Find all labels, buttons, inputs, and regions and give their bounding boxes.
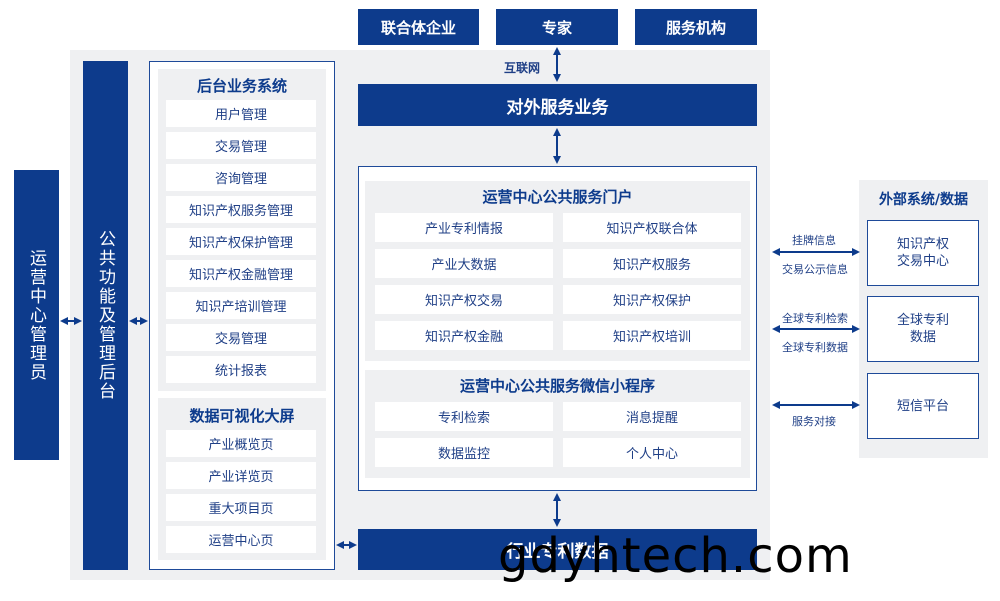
miniapp-title: 运营中心公共服务微信小程序 xyxy=(459,376,655,395)
internet-label: 互联网 xyxy=(504,61,541,75)
admin-box: 运营中心管理员 xyxy=(14,170,59,460)
backend-column: 公共功能及管理后台 xyxy=(83,61,128,570)
portal-item-ip-finance: 知识产权金融 xyxy=(375,321,553,350)
portal-item-ip-consortium: 知识产权联合体 xyxy=(563,213,741,242)
dataviz-item-overview: 产业概览页 xyxy=(166,430,316,457)
dataviz-item-detail: 产业详览页 xyxy=(166,462,316,489)
backend-item-ip-protect-mgmt: 知识产权保护管理 xyxy=(166,228,316,255)
miniapp-item-personal-center: 个人中心 xyxy=(563,438,741,467)
backend-item-ip-finance-mgmt: 知识产权金融管理 xyxy=(166,260,316,287)
miniapp-item-patent-search: 专利检索 xyxy=(375,402,553,431)
portal-title: 运营中心公共服务门户 xyxy=(482,187,633,206)
portal-item-patent-intel: 产业专利情报 xyxy=(375,213,553,242)
backend-item-consult-mgmt: 咨询管理 xyxy=(166,164,316,191)
backend-item-user-mgmt: 用户管理 xyxy=(166,100,316,127)
backend-item-stat-report: 统计报表 xyxy=(166,356,316,383)
external-title: 外部系统/数据 xyxy=(878,192,969,208)
dataviz-item-ops-center: 运营中心页 xyxy=(166,526,316,553)
backend-item-ip-service-mgmt: 知识产权服务管理 xyxy=(166,196,316,223)
external-sms-platform: 短信平台 xyxy=(867,373,979,439)
external-global-patent-line2: 数据 xyxy=(909,330,936,345)
top-entity-consortium: 联合体企业 xyxy=(358,9,479,45)
top-entity-experts: 专家 xyxy=(496,9,618,45)
portal-item-big-data: 产业大数据 xyxy=(375,249,553,278)
portal-item-ip-service: 知识产权服务 xyxy=(563,249,741,278)
external-sms-platform-line1: 短信平台 xyxy=(896,398,949,414)
external-global-patent: 全球专利 数据 xyxy=(867,296,979,362)
backend-item-trade-mgmt: 交易管理 xyxy=(166,132,316,159)
portal-item-ip-trade: 知识产权交易 xyxy=(375,285,553,314)
portal-item-ip-protect: 知识产权保护 xyxy=(563,285,741,314)
backend-item-training-mgmt: 知识产培训管理 xyxy=(166,292,316,319)
external-ip-trade-center: 知识产权 交易中心 xyxy=(867,220,979,286)
label-service-docking: 服务对接 xyxy=(792,415,836,428)
label-global-patent-data: 全球专利数据 xyxy=(782,341,848,354)
portal-item-ip-training: 知识产权培训 xyxy=(563,321,741,350)
label-global-patent-search: 全球专利检索 xyxy=(782,312,848,325)
external-ip-trade-center-line1: 知识产权 xyxy=(896,237,949,252)
miniapp-item-data-monitor: 数据监控 xyxy=(375,438,553,467)
dataviz-title: 数据可视化大屏 xyxy=(189,406,295,425)
external-global-patent-line1: 全球专利 xyxy=(896,313,949,328)
backend-system-title: 后台业务系统 xyxy=(196,76,287,95)
label-trade-public-info: 交易公示信息 xyxy=(782,263,848,276)
dataviz-item-major-project: 重大项目页 xyxy=(166,494,316,521)
external-service-bar: 对外服务业务 xyxy=(358,84,757,126)
industry-data-bar: 行业专利数据 xyxy=(358,529,757,570)
external-ip-trade-center-line2: 交易中心 xyxy=(896,254,949,269)
miniapp-item-notification: 消息提醒 xyxy=(563,402,741,431)
top-entity-service-orgs: 服务机构 xyxy=(635,9,757,45)
label-listing-info: 挂牌信息 xyxy=(792,234,836,247)
watermark-text: gdyhtech.com xyxy=(498,528,853,584)
backend-item-trade-mgmt-2: 交易管理 xyxy=(166,324,316,351)
